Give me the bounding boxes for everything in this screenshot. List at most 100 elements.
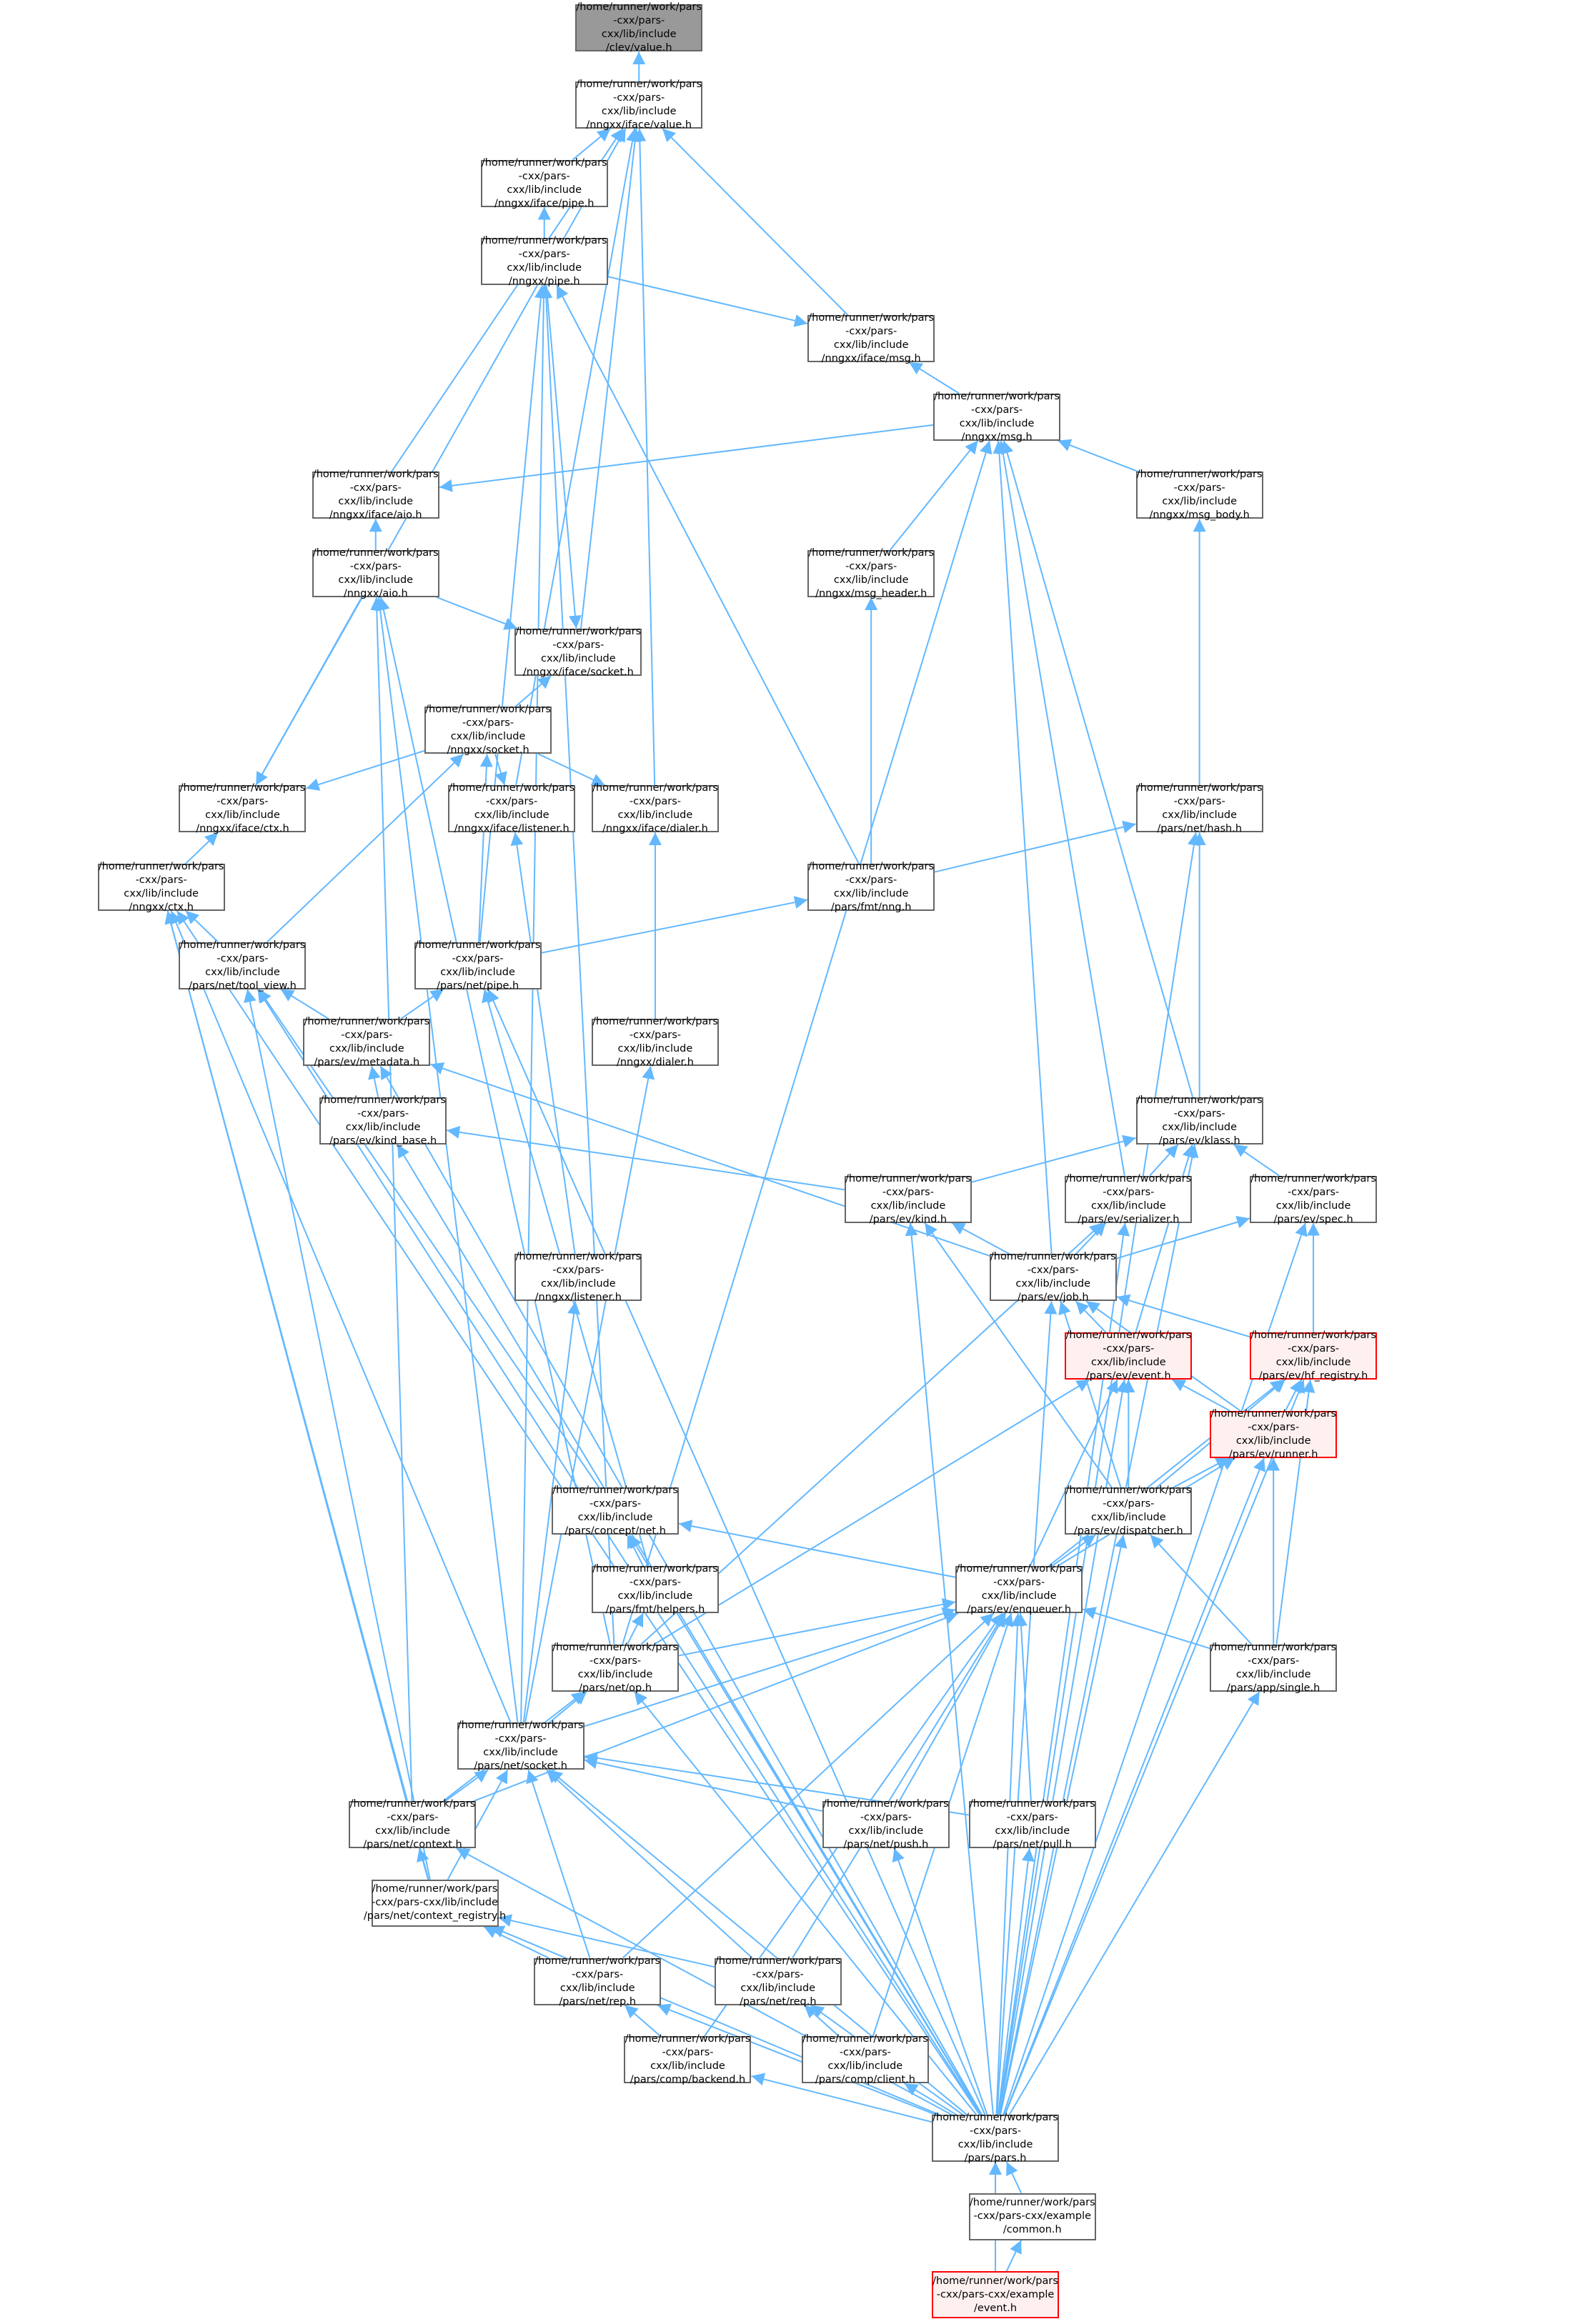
- edge-pars_h-to-ev_klass: [999, 1144, 1199, 2115]
- edge-net_socket-to-nngxx_ctx: [170, 910, 512, 1723]
- graph-node-iface-dialer[interactable]: /home/runner/work/pars -cxx/pars-cxx/lib…: [591, 782, 719, 835]
- edge-net_context_registry-to-net_socket: [447, 1769, 509, 1880]
- graph-node-ev-kind[interactable]: /home/runner/work/pars -cxx/pars-cxx/lib…: [844, 1172, 972, 1225]
- edge-nngxx_aio-to-iface_ctx: [255, 597, 363, 786]
- graph-node-nngxx-socket[interactable]: /home/runner/work/pars -cxx/pars-cxx/lib…: [424, 704, 552, 757]
- graph-node-nngxx-pipe[interactable]: /home/runner/work/pars -cxx/pars-cxx/lib…: [480, 235, 608, 288]
- edge-pars_h-to-comp_client: [904, 2083, 957, 2115]
- edge-concept_net-to-tool_view: [258, 988, 600, 1488]
- edge-ev_job-to-ev_kind: [951, 1222, 1010, 1255]
- graph-node-iface-msg[interactable]: /home/runner/work/pars -cxx/pars-cxx/lib…: [807, 311, 935, 364]
- graph-node-net-req[interactable]: /home/runner/work/pars -cxx/pars-cxx/lib…: [714, 1955, 842, 2008]
- edge-comp_backend-to-net_rep: [624, 2004, 662, 2038]
- graph-node-nngxx-msg[interactable]: /home/runner/work/pars -cxx/pars-cxx/lib…: [933, 390, 1061, 443]
- graph-node-fmt-helpers[interactable]: /home/runner/work/pars -cxx/pars-cxx/lib…: [591, 1563, 719, 1616]
- graph-node-net-socket[interactable]: /home/runner/work/pars -cxx/pars-cxx/lib…: [457, 1720, 584, 1772]
- edge-ev_runner-to-ev_event: [1171, 1379, 1230, 1412]
- graph-node-clev-value[interactable]: /home/runner/work/pars -cxx/pars-cxx/lib…: [575, 1, 703, 54]
- graph-node-iface-socket[interactable]: /home/runner/work/pars -cxx/pars-cxx/lib…: [514, 625, 642, 678]
- edge-nngxx_pipe-to-iface_socket: [545, 285, 582, 629]
- graph-node-fmt-nng[interactable]: /home/runner/work/pars -cxx/pars-cxx/lib…: [807, 860, 935, 913]
- edge-ev_spec-to-ev_klass: [1233, 1144, 1280, 1177]
- graph-node-net-hash[interactable]: /home/runner/work/pars -cxx/pars-cxx/lib…: [1135, 782, 1263, 835]
- edge-net_pipe-to-nngxx_pipe: [479, 285, 547, 942]
- graph-node-concept-net[interactable]: /home/runner/work/pars -cxx/pars-cxx/lib…: [552, 1485, 680, 1537]
- graph-node-net-context-registry[interactable]: /home/runner/work/pars -cxx/pars-cxx/lib…: [364, 1879, 506, 1927]
- graph-node-ev-enqueuer[interactable]: /home/runner/work/pars -cxx/pars-cxx/lib…: [955, 1563, 1083, 1616]
- graph-node-iface-value[interactable]: /home/runner/work/pars -cxx/pars-cxx/lib…: [575, 78, 703, 131]
- edge-net_op-to-nngxx_pipe: [539, 285, 615, 1645]
- edge-comp_client-to-net_req: [803, 2004, 840, 2037]
- edge-net_socket-to-nngxx_dialer: [524, 1065, 655, 1723]
- graph-node-ev-dispatcher[interactable]: /home/runner/work/pars -cxx/pars-cxx/lib…: [1065, 1485, 1193, 1537]
- graph-node-msg-body[interactable]: /home/runner/work/pars -cxx/pars-cxx/lib…: [1135, 469, 1263, 522]
- edge-nngxx_msg-to-iface_msg: [908, 361, 960, 394]
- graph-node-ev-klass[interactable]: /home/runner/work/pars -cxx/pars-cxx/lib…: [1135, 1094, 1263, 1147]
- graph-node-ev-event[interactable]: /home/runner/work/pars -cxx/pars-cxx/lib…: [1065, 1329, 1193, 1382]
- graph-node-net-context[interactable]: /home/runner/work/pars -cxx/pars-cxx/lib…: [349, 1798, 477, 1851]
- edge-iface_listener-to-iface_value: [515, 128, 639, 786]
- edge-net_pull-to-ev_enqueuer: [1015, 1612, 1032, 1802]
- edge-net_rep-to-net_context_registry: [483, 1925, 549, 1959]
- graph-node-app-single[interactable]: /home/runner/work/pars -cxx/pars-cxx/lib…: [1210, 1641, 1338, 1694]
- edge-app_single-to-ev_enqueuer: [1082, 1607, 1210, 1650]
- graph-node-nngxx-listener[interactable]: /home/runner/work/pars -cxx/pars-cxx/lib…: [514, 1251, 642, 1304]
- edge-net_op-to-ev_enqueuer: [678, 1597, 956, 1657]
- edge-ev_dispatcher-to-ev_runner: [1173, 1457, 1230, 1489]
- graph-node-iface-pipe[interactable]: /home/runner/work/pars -cxx/pars-cxx/lib…: [480, 156, 608, 209]
- edge-pars_h-to-net_push: [892, 1847, 988, 2115]
- graph-node-ev-metadata[interactable]: /home/runner/work/pars -cxx/pars-cxx/lib…: [303, 1016, 431, 1069]
- graph-node-example-event[interactable]: /home/runner/work/pars -cxx/pars-cxx/exa…: [932, 2271, 1060, 2319]
- graph-node-net-push[interactable]: /home/runner/work/pars -cxx/pars-cxx/lib…: [822, 1798, 950, 1851]
- edge-net_rep-to-ev_enqueuer: [622, 1612, 995, 1959]
- edge-net_req-to-net_socket: [546, 1769, 753, 1959]
- edge-ev_serializer-to-nngxx_msg: [996, 440, 1125, 1176]
- edge-ev_dispatcher-to-ev_kind: [924, 1222, 1113, 1488]
- graph-node-ev-kind-base[interactable]: /home/runner/work/pars -cxx/pars-cxx/lib…: [319, 1094, 447, 1147]
- edge-net_op-to-ev_event: [653, 1379, 1090, 1645]
- edge-ev_metadata-to-tool_view: [280, 988, 329, 1020]
- graph-node-nngxx-ctx[interactable]: /home/runner/work/pars -cxx/pars-cxx/lib…: [97, 860, 225, 913]
- graph-node-ev-runner[interactable]: /home/runner/work/pars -cxx/pars-cxx/lib…: [1210, 1407, 1338, 1460]
- graph-node-net-rep[interactable]: /home/runner/work/pars -cxx/pars-cxx/lib…: [534, 1955, 662, 2008]
- edge-nngxx_listener-to-iface_listener: [510, 832, 576, 1255]
- edge-net_op-to-nngxx_msg: [622, 440, 993, 1645]
- graph-node-net-pull[interactable]: /home/runner/work/pars -cxx/pars-cxx/lib…: [968, 1798, 1096, 1851]
- graph-node-comp-backend[interactable]: /home/runner/work/pars -cxx/pars-cxx/lib…: [624, 2033, 752, 2086]
- edge-net_rep-to-net_socket: [526, 1770, 591, 1958]
- graph-node-nngxx-aio[interactable]: /home/runner/work/pars -cxx/pars-cxx/lib…: [312, 547, 439, 599]
- edge-ev_enqueuer-to-ev_event: [1029, 1379, 1118, 1567]
- graph-node-pars-h[interactable]: /home/runner/work/pars -cxx/pars-cxx/lib…: [932, 2111, 1060, 2164]
- graph-node-iface-listener[interactable]: /home/runner/work/pars -cxx/pars-cxx/lib…: [448, 782, 576, 835]
- edge-nngxx_socket-to-iface_dialer: [537, 753, 606, 787]
- edge-ev_kind-to-ev_kind_base: [446, 1125, 845, 1191]
- graph-node-net-pipe[interactable]: /home/runner/work/pars -cxx/pars-cxx/lib…: [414, 939, 542, 992]
- graph-node-nngxx-dialer[interactable]: /home/runner/work/pars -cxx/pars-cxx/lib…: [591, 1016, 719, 1069]
- edge-net_push-to-ev_enqueuer: [898, 1612, 1007, 1802]
- graph-node-example-common[interactable]: /home/runner/work/pars -cxx/pars-cxx/exa…: [968, 2193, 1096, 2240]
- graph-node-comp-client[interactable]: /home/runner/work/pars -cxx/pars-cxx/lib…: [801, 2033, 929, 2086]
- edge-net_pipe-to-fmt_nng: [541, 896, 808, 954]
- edge-pars_h-to-net_rep: [657, 2003, 936, 2115]
- edge-iface_msg-to-iface_value: [662, 128, 849, 316]
- graph-node-iface-ctx[interactable]: /home/runner/work/pars -cxx/pars-cxx/lib…: [179, 782, 307, 835]
- graph-node-ev-job[interactable]: /home/runner/work/pars -cxx/pars-cxx/lib…: [989, 1251, 1117, 1304]
- edge-ev_klass-to-nngxx_msg: [1000, 440, 1194, 1098]
- edge-net_context_registry-to-tool_view: [244, 989, 431, 1880]
- edge-pars_h-to-app_single: [1008, 1691, 1260, 2115]
- edge-nngxx_pipe-to-iface_msg: [607, 276, 808, 327]
- edge-net_socket-to-net_op: [548, 1690, 587, 1724]
- graph-node-tool-view[interactable]: /home/runner/work/pars -cxx/pars-cxx/lib…: [179, 939, 307, 992]
- edge-ev_hf_registry-to-ev_job: [1116, 1294, 1250, 1338]
- graph-node-ev-serializer[interactable]: /home/runner/work/pars -cxx/pars-cxx/lib…: [1065, 1172, 1193, 1225]
- edge-ev_job-to-ev_serializer: [1075, 1222, 1107, 1255]
- graph-node-msg-header[interactable]: /home/runner/work/pars -cxx/pars-cxx/lib…: [807, 547, 935, 599]
- edge-pars_h-to-ev_job: [996, 1301, 1058, 2115]
- graph-node-ev-hf-registry[interactable]: /home/runner/work/pars -cxx/pars-cxx/lib…: [1250, 1329, 1378, 1382]
- graph-node-ev-spec[interactable]: /home/runner/work/pars -cxx/pars-cxx/lib…: [1250, 1172, 1378, 1225]
- edge-msg_body-to-nngxx_msg: [1058, 439, 1139, 473]
- edge-example_common-to-pars_h: [1005, 2161, 1023, 2194]
- graph-node-net-op[interactable]: /home/runner/work/pars -cxx/pars-cxx/lib…: [552, 1641, 680, 1694]
- edge-nngxx_ctx-to-iface_ctx: [185, 832, 219, 864]
- graph-node-iface-aio[interactable]: /home/runner/work/pars -cxx/pars-cxx/lib…: [312, 469, 439, 522]
